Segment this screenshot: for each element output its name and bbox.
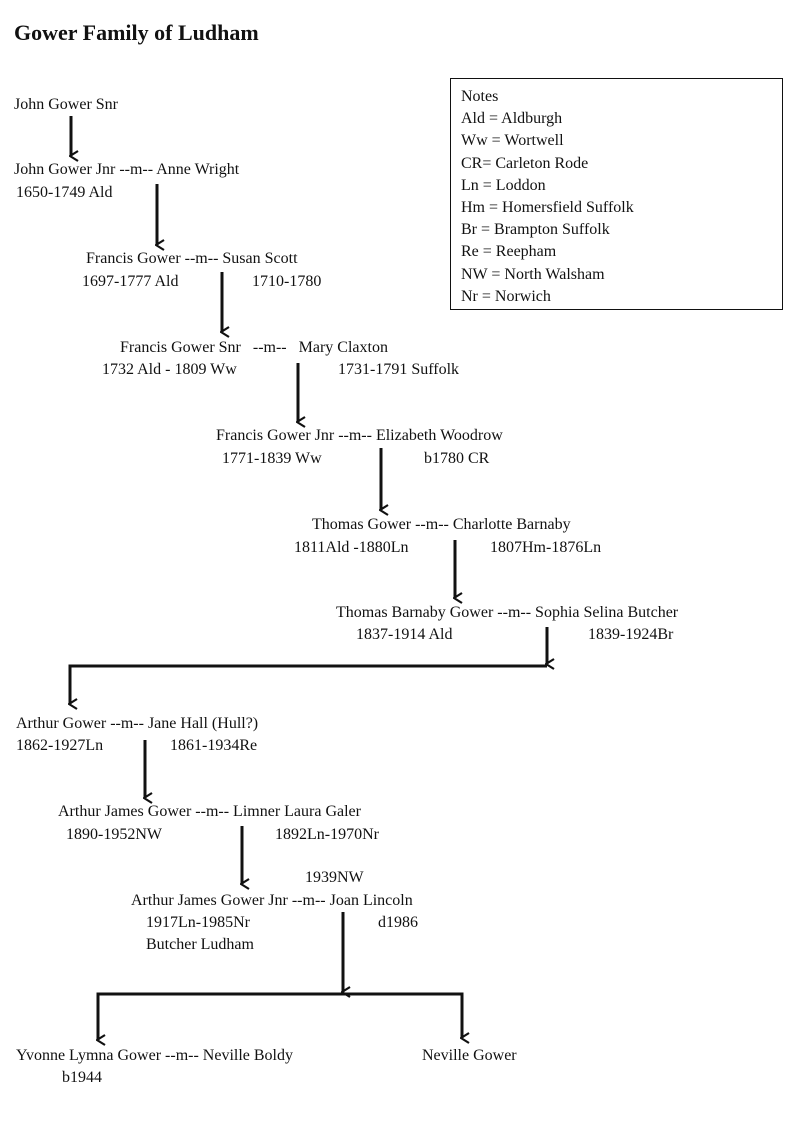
- dates-limner-laura-galer: 1892Ln-1970Nr: [275, 826, 379, 843]
- dates-francis-gower: 1697-1777 Ald: [82, 273, 179, 290]
- couple-thomas-barnaby-gower: Thomas Barnaby Gower --m-- Sophia Selina…: [336, 604, 679, 621]
- dates-francis-gower-snr: 1732 Ald - 1809 Ww: [102, 361, 237, 378]
- dates-thomas-gower: 1811Ald -1880Ln: [294, 539, 409, 556]
- dates-joan-lincoln: d1986: [378, 914, 418, 931]
- dates-yvonne-lymna-gower: b1944: [62, 1069, 102, 1086]
- dates-sophia-selina-butcher: 1839-1924Br: [588, 626, 674, 643]
- dates-arthur-james-gower-jnr: 1917Ln-1985Nr: [146, 914, 250, 931]
- couple-francis-gower-jnr: Francis Gower Jnr --m-- Elizabeth Woodro…: [216, 427, 503, 444]
- notes-box: Notes Ald = Aldburgh Ww = Wortwell CR= C…: [450, 78, 783, 310]
- occupation-arthur-james-gower-jnr: Butcher Ludham: [146, 936, 254, 953]
- couple-francis-gower-snr: Francis Gower Snr --m-- Mary Claxton: [120, 339, 388, 356]
- note-item: NW = North Walsham: [461, 265, 605, 283]
- dates-arthur-gower: 1862-1927Ln: [16, 737, 104, 754]
- note-item: Nr = Norwich: [461, 287, 551, 305]
- dates-francis-gower-jnr: 1771-1839 Ww: [222, 450, 322, 467]
- couple-thomas-gower: Thomas Gower --m-- Charlotte Barnaby: [312, 516, 571, 533]
- couple-francis-gower: Francis Gower --m-- Susan Scott: [86, 250, 298, 267]
- marriage-note-1939: 1939NW: [305, 869, 364, 886]
- note-item: Ald = Aldburgh: [461, 110, 563, 128]
- dates-thomas-barnaby-gower: 1837-1914 Ald: [356, 626, 453, 643]
- couple-arthur-gower: Arthur Gower --m-- Jane Hall (Hull?): [16, 715, 259, 732]
- note-item: Ln = Loddon: [461, 176, 546, 194]
- couple-arthur-james-gower-jnr: Arthur James Gower Jnr --m-- Joan Lincol…: [131, 892, 413, 909]
- dates-arthur-james-gower: 1890-1952NW: [66, 826, 162, 843]
- branch-gen7-to-gen8: [70, 664, 547, 704]
- couple-john-gower-jnr: John Gower Jnr --m-- Anne Wright: [14, 161, 240, 178]
- dates-elizabeth-woodrow: b1780 CR: [424, 450, 490, 467]
- note-item: Hm = Homersfield Suffolk: [461, 199, 634, 217]
- note-item: Re = Reepham: [461, 243, 557, 261]
- dates-john-gower-jnr: 1650-1749 Ald: [16, 184, 113, 201]
- notes-list: Notes Ald = Aldburgh Ww = Wortwell CR= C…: [461, 86, 634, 308]
- page-title: Gower Family of Ludham: [14, 20, 259, 45]
- couple-yvonne-lymna-gower: Yvonne Lymna Gower --m-- Neville Boldy: [16, 1047, 293, 1064]
- dates-susan-scott: 1710-1780: [252, 273, 322, 290]
- dates-jane-hall: 1861-1934Re: [170, 737, 258, 754]
- dates-mary-claxton: 1731-1791 Suffolk: [338, 361, 460, 378]
- note-item: Ww = Wortwell: [461, 132, 564, 150]
- note-item: Br = Brampton Suffolk: [461, 221, 610, 239]
- branch-children-bar: [96, 992, 464, 1038]
- person-john-gower-snr: John Gower Snr: [14, 96, 118, 113]
- dates-charlotte-barnaby: 1807Hm-1876Ln: [490, 539, 602, 556]
- note-item: CR= Carleton Rode: [461, 154, 589, 172]
- notes-heading: Notes: [461, 88, 499, 105]
- couple-arthur-james-gower: Arthur James Gower --m-- Limner Laura Ga…: [58, 803, 361, 820]
- person-neville-gower: Neville Gower: [422, 1047, 517, 1064]
